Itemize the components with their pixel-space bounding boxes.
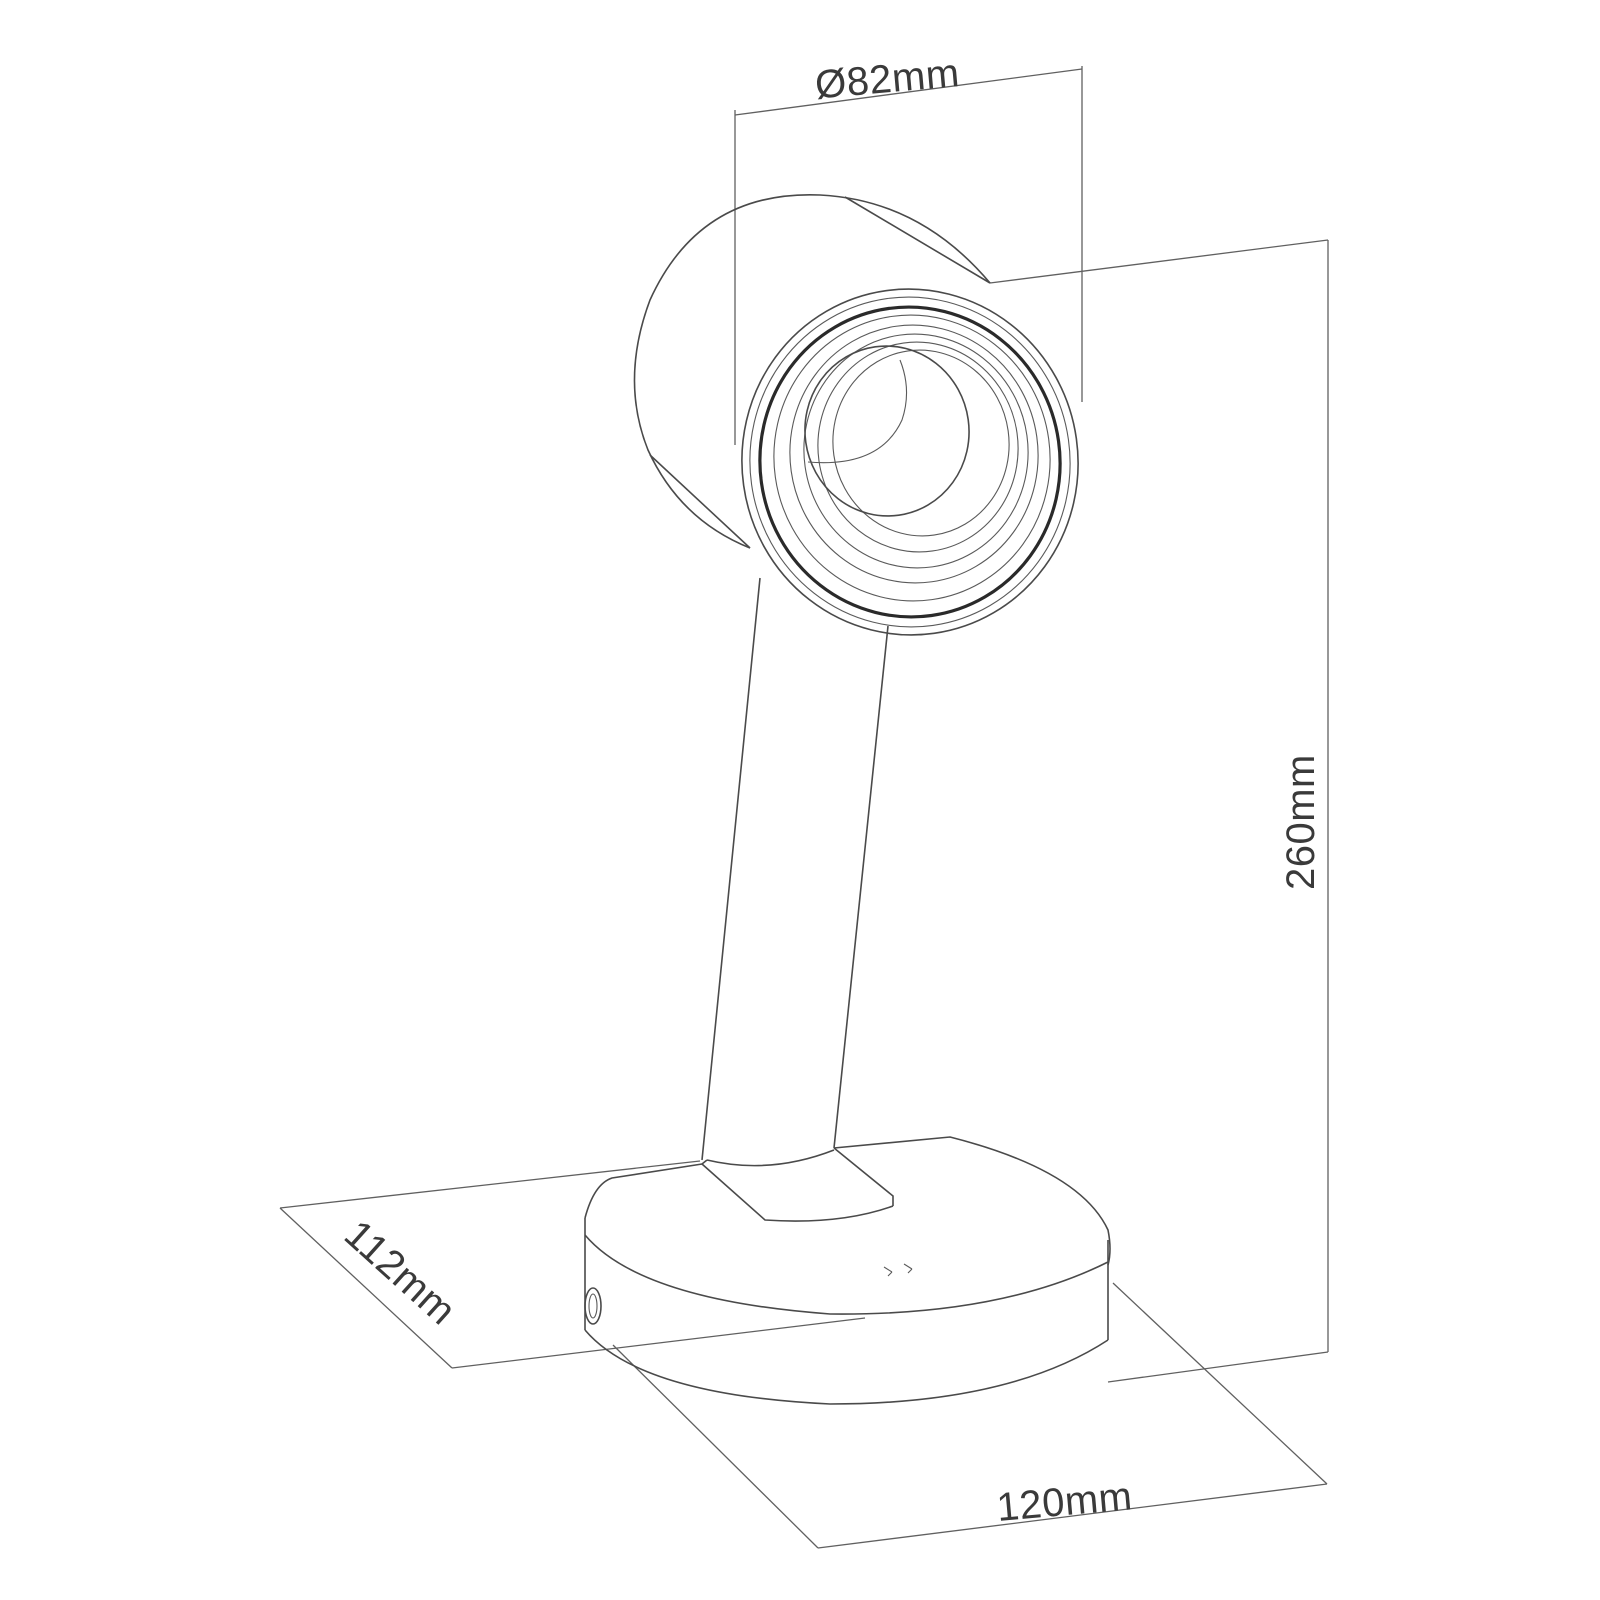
width-label: 120mm	[995, 1474, 1134, 1530]
lamp-stem	[701, 577, 889, 1167]
diameter-dimension	[734, 66, 1083, 445]
diameter-label: Ø82mm	[813, 51, 961, 107]
height-label: 260mm	[1279, 754, 1323, 890]
depth-dimension	[279, 1160, 866, 1369]
width-dimension	[612, 1282, 1328, 1549]
height-dimension	[989, 239, 1329, 1383]
port-icon	[584, 1287, 602, 1325]
neck-slot	[701, 1147, 894, 1222]
lamp-head	[633, 194, 1079, 636]
touch-sensor-icon	[883, 1263, 913, 1277]
lamp-base	[584, 1136, 1111, 1405]
depth-label: 112mm	[336, 1212, 464, 1334]
